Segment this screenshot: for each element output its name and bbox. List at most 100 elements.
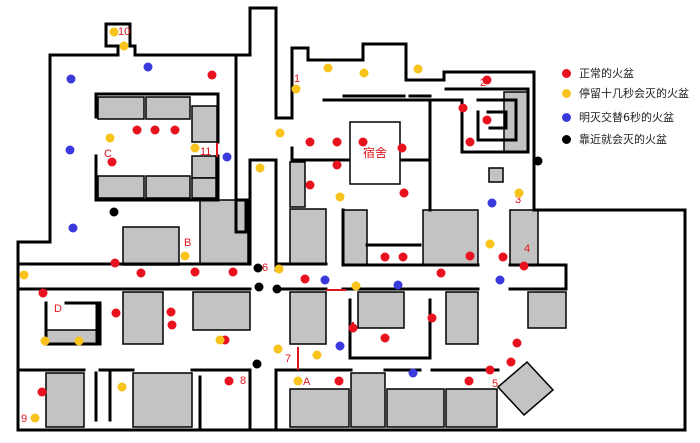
normal-fire-basin: [111, 308, 121, 318]
timed-fire-basin: [274, 264, 284, 274]
marker-d: D: [54, 303, 62, 315]
room-block: [289, 161, 306, 208]
room-block: [191, 155, 217, 179]
timed-fire-basin: [19, 270, 29, 280]
marker-c: C: [104, 148, 112, 160]
room-block: [97, 96, 145, 120]
blinking-fire-basin: [487, 198, 497, 208]
legend-red-dot-icon: [562, 68, 571, 78]
room-block: [199, 199, 249, 265]
timed-fire-basin: [74, 336, 84, 346]
room-block: [132, 372, 193, 428]
timed-fire-basin: [293, 376, 303, 386]
room-block: [289, 208, 327, 265]
normal-fire-basin: [166, 307, 176, 317]
legend-normal-basin: 正常的火盆: [562, 65, 634, 81]
normal-fire-basin: [228, 267, 238, 277]
timed-fire-basin: [30, 413, 40, 423]
marker-1: 1: [294, 73, 300, 85]
map-markers: 1 2 3 4 5 6 7 8 9 10 11 A B C D: [21, 26, 530, 425]
normal-fire-basin: [110, 258, 120, 268]
blinking-fire-basin: [66, 74, 76, 84]
marker-a: A: [303, 376, 311, 388]
marker-11: 11: [200, 146, 211, 158]
normal-fire-basin: [332, 160, 342, 170]
blinking-fire-basin: [65, 145, 75, 155]
normal-fire-basin: [512, 338, 522, 348]
room-block: [488, 167, 504, 183]
timed-fire-basin: [275, 128, 285, 138]
proximity-fire-basin: [109, 207, 119, 217]
normal-fire-basin: [458, 103, 468, 113]
marker-6: 6: [262, 262, 268, 274]
normal-fire-basin: [300, 274, 310, 284]
room-block: [445, 388, 498, 428]
normal-fire-basin: [305, 137, 315, 147]
timed-fire-basin: [312, 350, 322, 360]
timed-fire-basin: [105, 133, 115, 143]
room-block: [191, 177, 217, 199]
room-block: [386, 388, 445, 428]
legend-timed-basin: 停留十几秒会灭的火盆: [562, 85, 689, 101]
timed-fire-basin: [190, 143, 200, 153]
blinking-fire-basin: [222, 152, 232, 162]
normal-fire-basin: [132, 125, 142, 135]
room-block: [496, 360, 555, 417]
marker-b: B: [184, 237, 191, 249]
blinking-fire-basin: [320, 275, 330, 285]
room-blocks: [45, 91, 567, 428]
proximity-fire-basin: [252, 359, 262, 369]
room-block: [122, 226, 180, 266]
room-block: [191, 105, 218, 143]
room-block: [145, 175, 191, 199]
marker-3: 3: [515, 194, 521, 206]
room-block: [145, 96, 191, 120]
room-block: [509, 209, 539, 266]
timed-fire-basin: [291, 84, 301, 94]
room-block: [445, 291, 479, 345]
legend-label: 正常的火盆: [579, 67, 634, 80]
normal-fire-basin: [436, 268, 446, 278]
proximity-fire-basin: [253, 263, 263, 273]
legend-label: 明灭交替6秒的火盆: [579, 111, 674, 124]
legend-black-dot-icon: [562, 134, 571, 144]
normal-fire-basin: [150, 125, 160, 135]
proximity-fire-basin: [272, 284, 282, 294]
normal-fire-basin: [170, 125, 180, 135]
room-block: [289, 388, 350, 428]
legend-label: 停留十几秒会灭的火盆: [579, 87, 689, 100]
room-block: [350, 372, 386, 428]
dormitory-label: 宿舍: [363, 145, 387, 160]
marker-9: 9: [21, 413, 27, 425]
normal-fire-basin: [427, 313, 437, 323]
normal-fire-basin: [348, 323, 358, 333]
normal-fire-basin: [380, 252, 390, 262]
normal-fire-basin: [167, 320, 177, 330]
normal-fire-basin: [37, 387, 47, 397]
room-block: [97, 175, 145, 199]
blinking-fire-basin: [495, 275, 505, 285]
normal-fire-basin: [399, 188, 409, 198]
normal-fire-basin: [332, 137, 342, 147]
blinking-fire-basin: [335, 341, 345, 351]
normal-fire-basin: [482, 115, 492, 125]
blinking-fire-basin: [408, 368, 418, 378]
legend-blue-dot-icon: [562, 112, 571, 122]
normal-fire-basin: [506, 357, 516, 367]
normal-fire-basin: [397, 143, 407, 153]
legend-label: 靠近就会灭的火盆: [579, 133, 667, 146]
room-block: [45, 329, 98, 345]
marker-7: 7: [285, 353, 291, 365]
proximity-fire-basin: [533, 156, 543, 166]
proximity-fire-basin: [254, 282, 264, 292]
dormitory-room: 宿舍: [349, 121, 401, 185]
normal-fire-basin: [485, 365, 495, 375]
normal-fire-basin: [334, 376, 344, 386]
fire-basins: [19, 27, 543, 423]
timed-fire-basin: [485, 239, 495, 249]
timed-fire-basin: [359, 68, 369, 78]
normal-fire-basin: [380, 333, 390, 343]
timed-fire-basin: [40, 336, 50, 346]
normal-fire-basin: [498, 252, 508, 262]
